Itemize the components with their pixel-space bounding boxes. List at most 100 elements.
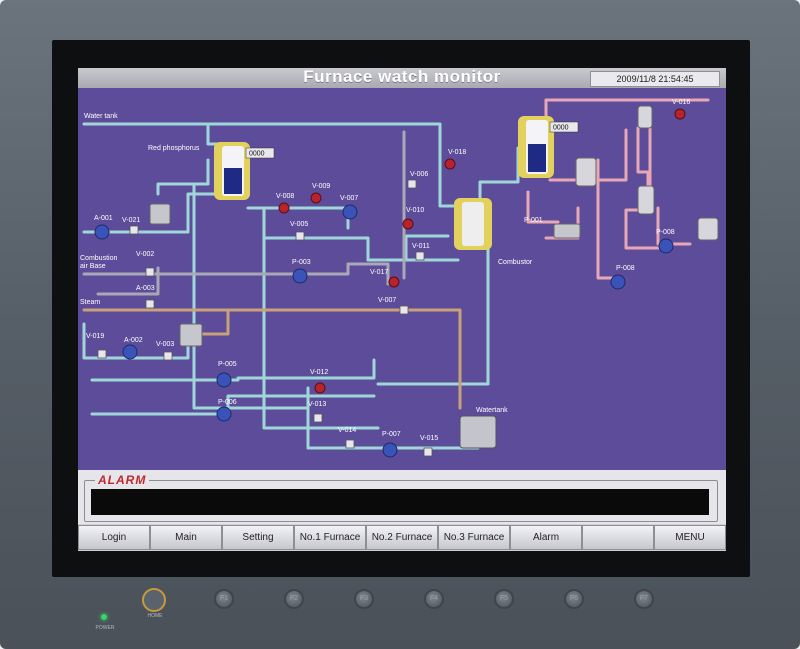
- function-key-f7[interactable]: F7: [634, 589, 654, 609]
- label-v007: V-007: [340, 195, 358, 202]
- label-watertank: Watertank: [476, 407, 508, 414]
- pump-p005[interactable]: [216, 372, 232, 388]
- hand-valve-v005[interactable]: [295, 231, 305, 241]
- pipe-air-2: [96, 266, 160, 296]
- process-diagram: 0000 0000: [78, 88, 726, 470]
- watertank-vessel[interactable]: [459, 415, 497, 449]
- blank-button[interactable]: [582, 525, 654, 550]
- home-button[interactable]: [142, 588, 166, 612]
- pump-p004[interactable]: [122, 344, 138, 360]
- alarm-message-display[interactable]: [91, 489, 709, 515]
- label-p001: P-001: [524, 217, 543, 224]
- valve-v008[interactable]: [278, 202, 290, 214]
- label-v019: V-019: [86, 333, 104, 340]
- hand-valve-v003[interactable]: [163, 351, 173, 361]
- main-button[interactable]: Main: [150, 525, 222, 550]
- hand-valve-v014[interactable]: [345, 439, 355, 449]
- red-phosphorus-tank[interactable]: [214, 142, 250, 200]
- alarm-button[interactable]: Alarm: [510, 525, 582, 550]
- hand-valve-v019[interactable]: [97, 349, 107, 359]
- hand-valve-v021[interactable]: [129, 225, 139, 235]
- tank-value-box-2: [549, 121, 579, 133]
- function-key-f5[interactable]: F5: [494, 589, 514, 609]
- function-key-f1[interactable]: F1: [214, 589, 234, 609]
- login-button[interactable]: Login: [78, 525, 150, 550]
- pipe-lower-2: [90, 394, 376, 416]
- filter-vessel-1[interactable]: [149, 203, 171, 225]
- label-a001: A-001: [94, 215, 113, 222]
- pump-p002[interactable]: [342, 204, 358, 220]
- column-top[interactable]: [637, 105, 653, 129]
- label-v014: V-014: [338, 427, 356, 434]
- valve-v017[interactable]: [388, 276, 400, 288]
- label-p003: P-003: [292, 259, 311, 266]
- menu-bar: Login Main Setting No.1 Furnace No.2 Fur…: [78, 524, 726, 551]
- menu-button[interactable]: MENU: [654, 525, 726, 550]
- pump-p003[interactable]: [292, 268, 308, 284]
- pipe-water-main: [82, 122, 458, 208]
- label-v010: V-010: [406, 207, 424, 214]
- column-mid[interactable]: [637, 185, 655, 215]
- pipe-v005: [262, 206, 380, 430]
- label-a003: A-003: [136, 285, 155, 292]
- home-label: HOME: [147, 613, 163, 619]
- label-v002: V-002: [136, 251, 154, 258]
- function-key-f6[interactable]: F6: [564, 589, 584, 609]
- heat-exchanger[interactable]: [553, 223, 581, 239]
- pump-p008[interactable]: [658, 238, 674, 254]
- label-v005: V-005: [290, 221, 308, 228]
- label-v013: V-013: [308, 401, 326, 408]
- label-v021: V-021: [122, 217, 140, 224]
- valve-v009[interactable]: [310, 192, 322, 204]
- label-red-phosphorus: Red phosphorus: [148, 145, 200, 152]
- hopper-1[interactable]: [575, 157, 597, 187]
- setting-button[interactable]: Setting: [222, 525, 294, 550]
- pipe-combustor-up: [478, 146, 520, 206]
- filter-vessel-2[interactable]: [179, 323, 203, 347]
- pipe-steam: [82, 308, 462, 410]
- hand-valve-v015[interactable]: [423, 447, 433, 457]
- hand-valve-a003[interactable]: [145, 299, 155, 309]
- function-key-f2[interactable]: F2: [284, 589, 304, 609]
- pipe-hot-8: [656, 206, 692, 246]
- valve-v012[interactable]: [314, 382, 326, 394]
- tank-far-right[interactable]: [697, 217, 719, 241]
- furnace-3-button[interactable]: No.3 Furnace: [438, 525, 510, 550]
- label-p006: P-006: [218, 399, 237, 406]
- label-v016: V-016: [672, 99, 690, 106]
- label-v018: V-018: [448, 149, 466, 156]
- label-v003: V-003: [156, 341, 174, 348]
- power-label: POWER: [95, 625, 115, 631]
- label-v012: V-012: [310, 369, 328, 376]
- hand-valve-v011[interactable]: [415, 251, 425, 261]
- pump-p006[interactable]: [216, 406, 232, 422]
- pipe-phos-2: [156, 158, 210, 196]
- label-v011: V-011: [412, 243, 430, 250]
- pipe-v007: [262, 236, 460, 262]
- pipe-air: [82, 262, 390, 286]
- pipe-right-vert: [376, 210, 490, 386]
- hand-valve-v006[interactable]: [407, 179, 417, 189]
- valve-v018[interactable]: [444, 158, 456, 170]
- valve-v010[interactable]: [402, 218, 414, 230]
- pump-p007[interactable]: [382, 442, 398, 458]
- screen-title: Furnace watch monitor: [303, 68, 501, 86]
- furnace-2-button[interactable]: No.2 Furnace: [366, 525, 438, 550]
- hand-valve-v007[interactable]: [399, 305, 409, 315]
- combustor-vessel[interactable]: [454, 198, 492, 250]
- valve-v016[interactable]: [674, 108, 686, 120]
- datetime-display: 2009/11/8 21:54:45: [590, 71, 720, 87]
- title-bar: Furnace watch monitor 2009/11/8 21:54:45: [78, 68, 726, 88]
- pump-p001[interactable]: [94, 224, 110, 240]
- label-v008: V-008: [276, 193, 294, 200]
- pump-p009[interactable]: [610, 274, 626, 290]
- pipe-left-loop: [82, 322, 190, 360]
- reactor-tank[interactable]: [518, 116, 554, 178]
- furnace-1-button[interactable]: No.1 Furnace: [294, 525, 366, 550]
- function-key-f3[interactable]: F3: [354, 589, 374, 609]
- hand-valve-v002[interactable]: [145, 267, 155, 277]
- label-a002: A-002: [124, 337, 143, 344]
- function-key-f4[interactable]: F4: [424, 589, 444, 609]
- label-combustion: Combustion: [80, 255, 117, 262]
- hand-valve-v013[interactable]: [313, 413, 323, 423]
